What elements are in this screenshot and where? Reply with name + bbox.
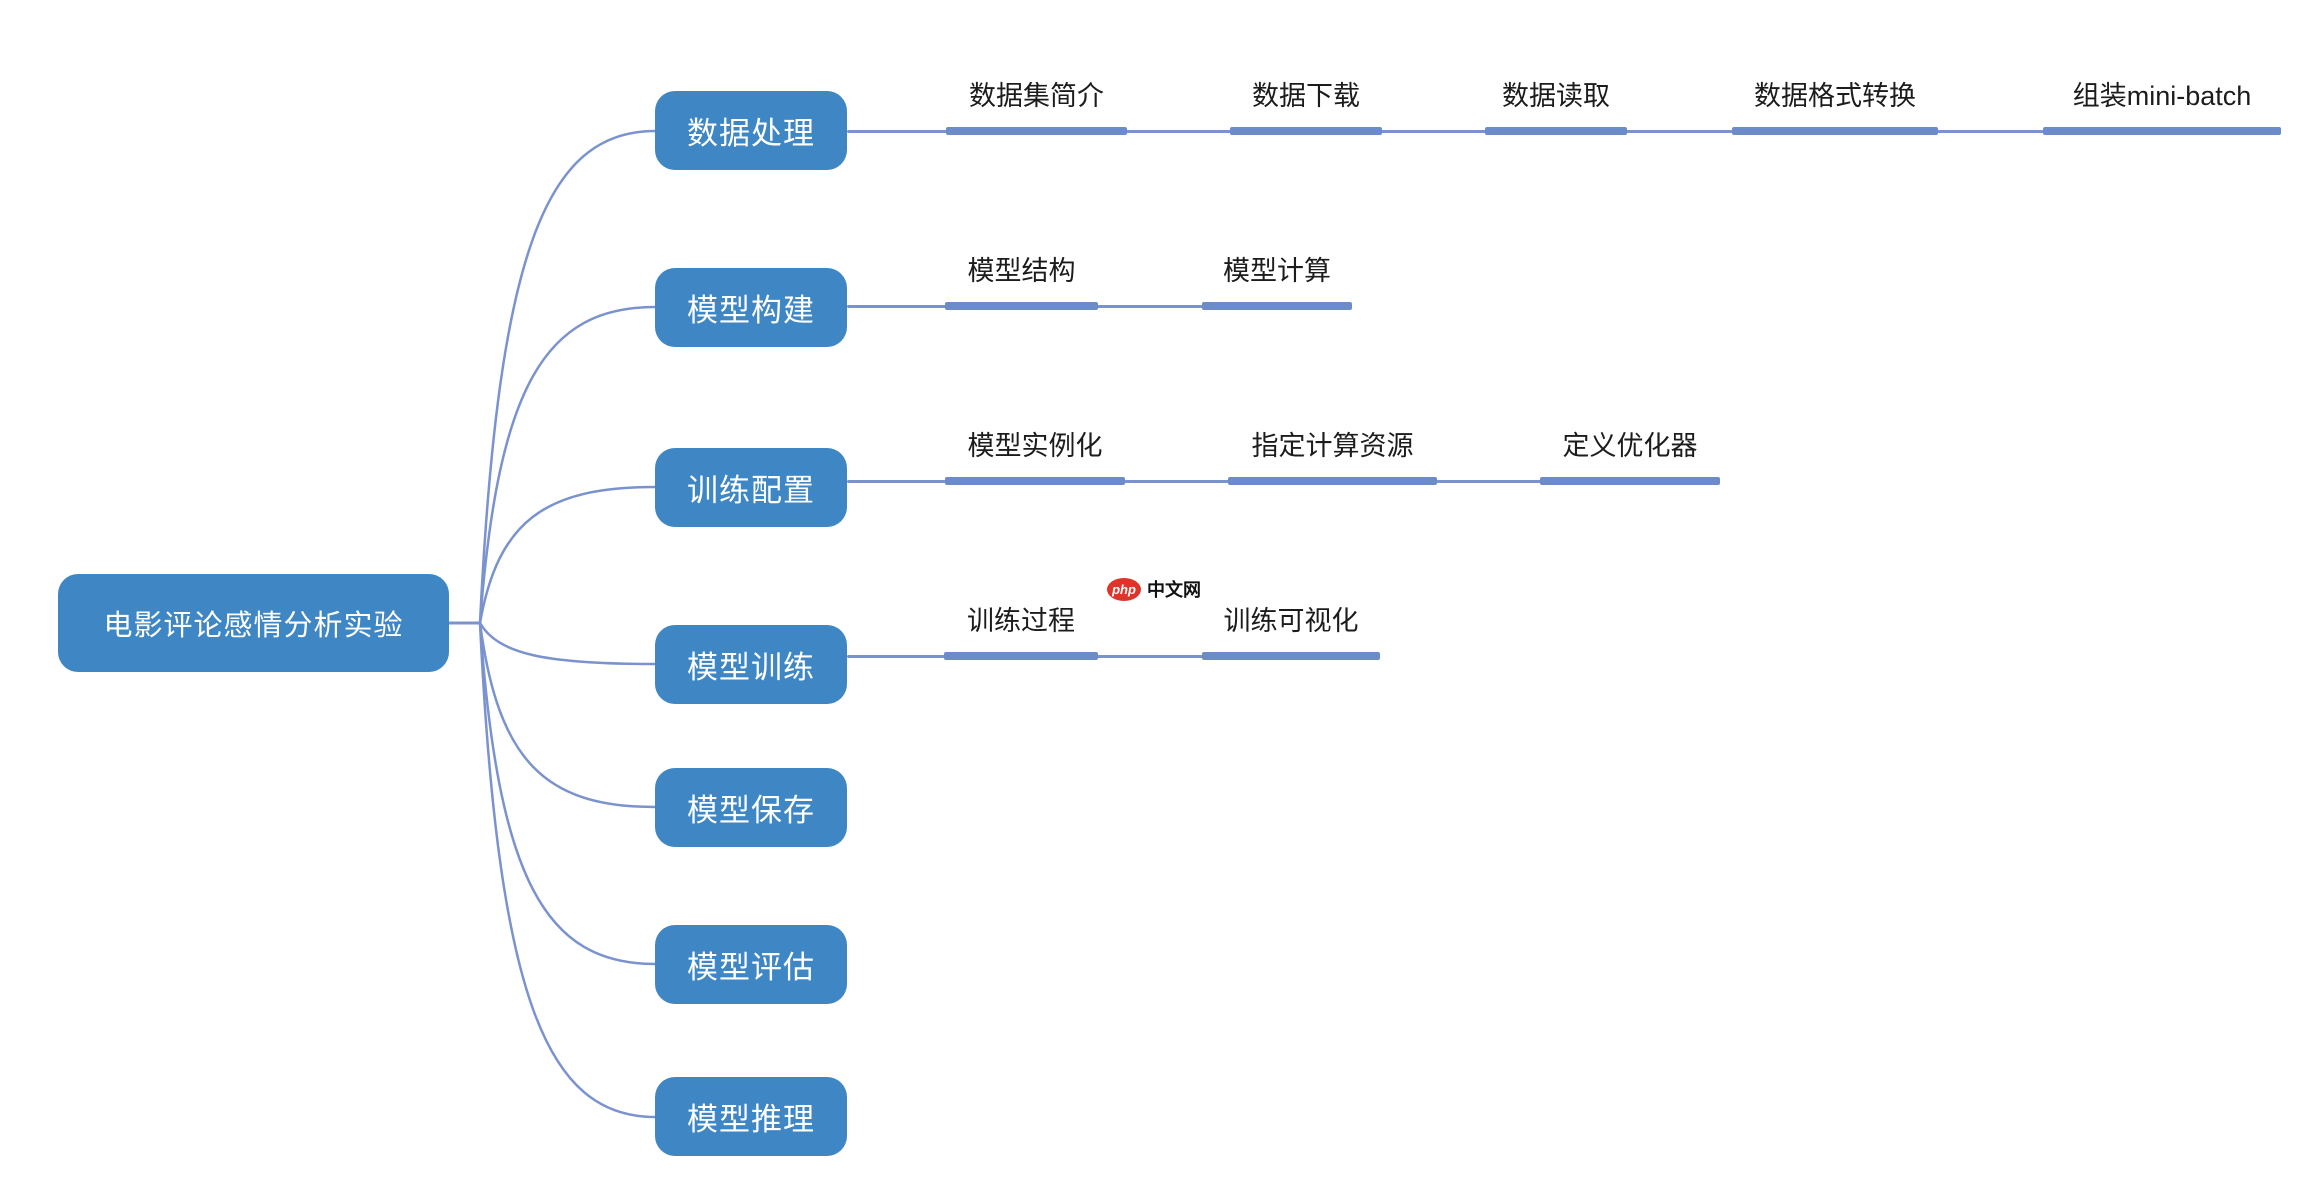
branch-topic-model-saving[interactable]: 模型保存 — [655, 768, 847, 847]
subtopic-label: 组装mini-batch — [2072, 81, 2252, 111]
subtopic-label: 训练过程 — [967, 606, 1075, 636]
subtopic-underline — [1228, 477, 1437, 485]
branch-topic-model-inference[interactable]: 模型推理 — [655, 1077, 847, 1156]
subtopic-label: 模型计算 — [1223, 256, 1331, 286]
subtopic-label: 数据下载 — [1252, 81, 1360, 111]
branch-topic-label: 训练配置 — [687, 473, 815, 508]
branch-curve-model-building — [478, 305, 656, 624]
subtopic-model-structure[interactable]: 模型结构 — [945, 254, 1098, 310]
branch-topic-data-processing[interactable]: 数据处理 — [655, 91, 847, 170]
branch-topic-label: 数据处理 — [687, 116, 815, 151]
connector-line — [847, 654, 1380, 658]
branch-topic-label: 模型推理 — [687, 1102, 815, 1137]
watermark: php 中文网 — [1107, 576, 1201, 602]
subtopic-underline — [945, 302, 1098, 310]
branch-topic-label: 模型训练 — [687, 650, 815, 685]
subtopic-dataset-intro[interactable]: 数据集简介 — [946, 79, 1127, 135]
subtopic-mini-batch[interactable]: 组装mini-batch — [2043, 79, 2281, 135]
branch-curve-model-saving — [478, 622, 656, 809]
subtopic-underline — [944, 652, 1098, 660]
subtopic-training-visualization[interactable]: 训练可视化 — [1202, 604, 1380, 660]
subtopic-underline — [946, 127, 1127, 135]
subtopic-model-instantiate[interactable]: 模型实例化 — [945, 429, 1125, 485]
subtopic-underline — [945, 477, 1125, 485]
branch-topic-label: 模型构建 — [687, 293, 815, 328]
subtopic-underline — [1732, 127, 1938, 135]
connector-line — [847, 304, 1352, 308]
subtopic-model-compute[interactable]: 模型计算 — [1202, 254, 1352, 310]
subtopic-label: 定义优化器 — [1562, 431, 1698, 461]
subtopic-label: 训练可视化 — [1223, 606, 1359, 636]
subtopic-underline — [1485, 127, 1627, 135]
subtopic-underline — [2043, 127, 2281, 135]
root-topic[interactable]: 电影评论感情分析实验 — [58, 574, 449, 672]
subtopic-compute-resource[interactable]: 指定计算资源 — [1228, 429, 1437, 485]
subtopic-label: 模型实例化 — [967, 431, 1103, 461]
subtopic-label: 模型结构 — [967, 256, 1076, 286]
subtopic-label: 数据集简介 — [969, 81, 1104, 111]
branch-curve-training-config — [478, 485, 656, 624]
branch-curve-model-inference — [478, 622, 656, 1119]
branch-topic-model-building[interactable]: 模型构建 — [655, 268, 847, 347]
subtopic-underline — [1202, 302, 1352, 310]
subtopic-data-reading[interactable]: 数据读取 — [1485, 79, 1627, 135]
subtopic-training-process[interactable]: 训练过程 — [944, 604, 1098, 660]
watermark-site-text: 中文网 — [1147, 580, 1201, 600]
branch-curve-model-evaluation — [478, 622, 656, 966]
subtopic-label: 数据格式转换 — [1754, 81, 1916, 111]
branch-topic-training-config[interactable]: 训练配置 — [655, 448, 847, 527]
branch-topic-model-training[interactable]: 模型训练 — [655, 625, 847, 704]
subtopic-label: 数据读取 — [1502, 81, 1610, 111]
subtopic-data-download[interactable]: 数据下载 — [1230, 79, 1382, 135]
subtopic-optimizer[interactable]: 定义优化器 — [1540, 429, 1720, 485]
branch-curve-model-training — [478, 622, 656, 666]
branch-topic-model-evaluation[interactable]: 模型评估 — [655, 925, 847, 1004]
subtopic-underline — [1540, 477, 1720, 485]
subtopic-data-format-convert[interactable]: 数据格式转换 — [1732, 79, 1938, 135]
branch-curve-data-processing — [478, 129, 656, 624]
root-topic-label: 电影评论感情分析实验 — [103, 610, 404, 642]
subtopic-underline — [1202, 652, 1380, 660]
branch-topic-label: 模型保存 — [687, 793, 815, 828]
subtopic-label: 指定计算资源 — [1251, 431, 1414, 461]
php-logo-icon: php — [1107, 577, 1141, 601]
branch-topic-label: 模型评估 — [687, 950, 815, 985]
subtopic-underline — [1230, 127, 1382, 135]
